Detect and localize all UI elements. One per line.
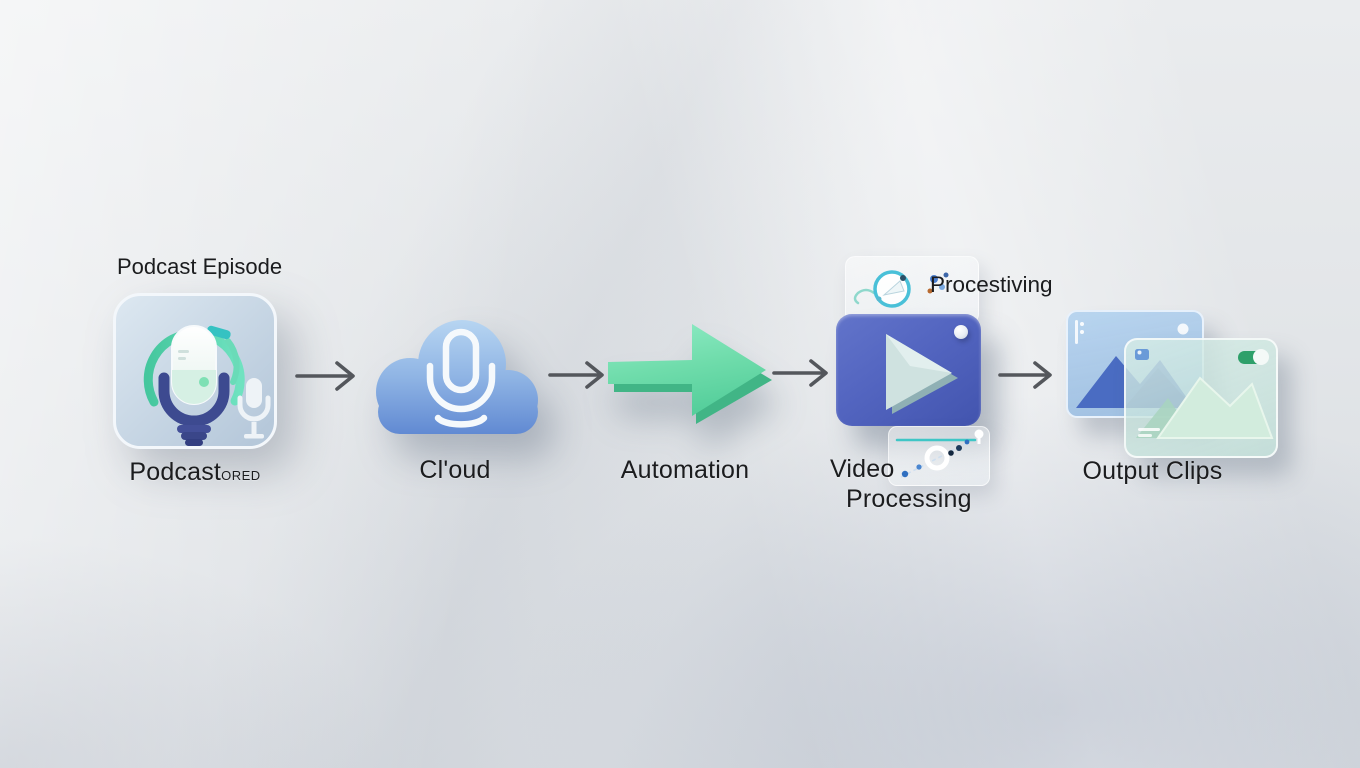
flow-arrow-3 xyxy=(768,353,834,393)
flow-arrow-1 xyxy=(293,356,359,396)
pin-icon xyxy=(974,429,984,439)
big-mountain-shape xyxy=(1156,376,1274,439)
flow-arrow-4 xyxy=(994,355,1060,395)
small-mic-icon xyxy=(237,378,271,439)
swirl-line xyxy=(853,288,876,305)
gear-icon xyxy=(924,445,950,471)
output-clips-label: Output Clips xyxy=(1082,457,1223,485)
procestiving-label: Procestiving xyxy=(930,272,1053,297)
video-label-line2: Processing xyxy=(846,485,972,513)
green-3d-arrow-icon xyxy=(602,308,774,436)
podcast-episode-top-label: Podcast Episode xyxy=(117,254,283,279)
sphere-dot-icon xyxy=(954,325,968,339)
analytics-glass-card xyxy=(888,426,990,486)
cloud-label: Cl'oud xyxy=(419,456,491,484)
podcast-tile-icon xyxy=(112,292,278,450)
podcast-label-suffix: ORED xyxy=(221,468,261,483)
video-play-card-icon xyxy=(836,314,981,426)
automation-label: Automation xyxy=(620,456,750,484)
white-dot-icon xyxy=(1177,323,1189,335)
flow-arrow-2 xyxy=(544,355,610,395)
podcast-label: PodcastORED xyxy=(112,458,278,487)
podcast-mic-tile-icon xyxy=(113,293,277,449)
mic-glyph xyxy=(426,328,496,428)
processing-glass-card xyxy=(845,256,979,324)
play-icon xyxy=(886,334,958,414)
podcast-label-text: Podcast xyxy=(129,458,222,486)
trend-line xyxy=(900,442,968,478)
video-label-line1: Video xyxy=(830,455,895,483)
thumbnail-chip xyxy=(1135,349,1149,360)
cloud-mic-icon xyxy=(360,308,550,440)
image-card-front-icon xyxy=(1124,338,1278,458)
slider-bar xyxy=(1075,320,1078,344)
